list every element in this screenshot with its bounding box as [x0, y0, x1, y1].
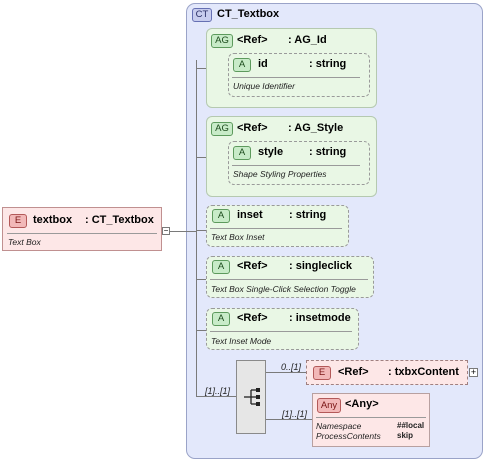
element-badge: E — [9, 214, 27, 228]
element-textbox[interactable]: E textbox : CT_Textbox Text Box — [2, 207, 162, 251]
any-prop-value-namespace: ##local — [397, 421, 425, 430]
attribute-badge: A — [212, 312, 230, 326]
sequence-compositor[interactable] — [236, 360, 266, 434]
connector-sequence — [196, 396, 236, 397]
divider — [210, 228, 342, 229]
element-collapse-icon[interactable]: − — [162, 226, 170, 235]
attribute-group-badge: AG — [211, 34, 233, 48]
element-badge: E — [313, 366, 331, 380]
element-description: Text Box — [8, 237, 41, 247]
attribute-badge: A — [212, 260, 230, 274]
any-name: <Any> — [345, 398, 379, 410]
attribute-singleclick-name: : singleclick — [289, 260, 352, 272]
divider — [232, 77, 360, 78]
sequence-icon — [244, 388, 260, 406]
connector-vertical — [196, 60, 197, 397]
divider — [210, 331, 352, 332]
attribute-singleclick[interactable] — [206, 256, 374, 298]
connector-ag-style — [196, 157, 206, 158]
attribute-badge: A — [233, 146, 251, 160]
attribute-insetmode[interactable] — [206, 308, 359, 350]
ag-style-name: : AG_Style — [288, 122, 344, 134]
divider — [210, 279, 368, 280]
element-txbxcontent[interactable]: E <Ref> : txbxContent — [306, 360, 468, 385]
connector-insetmode — [196, 330, 206, 331]
attribute-id-description: Unique Identifier — [233, 81, 295, 91]
element-name: textbox — [33, 214, 73, 226]
ct-title: CT_Textbox — [217, 8, 280, 20]
ag-id-ref: <Ref> — [237, 34, 268, 46]
attribute-badge: A — [233, 58, 251, 72]
attribute-badge: A — [212, 209, 230, 223]
txbx-ref: <Ref> — [338, 366, 369, 378]
attribute-style-name: style — [258, 146, 284, 158]
any-prop-key-namespace: Namespace — [316, 421, 362, 431]
attribute-style-type: : string — [309, 146, 347, 158]
divider — [232, 165, 360, 166]
connector-seq-to-any — [266, 419, 312, 420]
connector-seq-to-txbx — [266, 372, 306, 373]
attribute-singleclick-ref: <Ref> — [237, 260, 268, 272]
attribute-insetmode-name: : insetmode — [289, 312, 351, 324]
ag-style-ref: <Ref> — [237, 122, 268, 134]
divider — [316, 417, 426, 418]
any-prop-key-processcontents: ProcessContents — [316, 431, 381, 441]
attribute-inset-name: inset — [237, 209, 263, 221]
attribute-singleclick-description: Text Box Single-Click Selection Toggle — [211, 284, 356, 294]
attribute-group-badge: AG — [211, 122, 233, 136]
expand-icon[interactable]: + — [469, 367, 478, 377]
any-element[interactable]: Any <Any> Namespace ##local ProcessConte… — [312, 393, 430, 447]
any-prop-value-processcontents: skip — [397, 431, 414, 440]
sequence-multiplicity: [1]..[1] — [205, 386, 231, 396]
connector-inset — [196, 230, 206, 231]
connector-singleclick — [196, 279, 206, 280]
connector-ag-id — [196, 68, 206, 69]
element-type: : CT_Textbox — [85, 214, 154, 226]
attribute-style-description: Shape Styling Properties — [233, 169, 327, 179]
connector-element — [170, 231, 196, 232]
any-badge: Any — [317, 398, 341, 413]
attribute-id-type: : string — [309, 58, 347, 70]
attribute-inset-type: : string — [289, 209, 327, 221]
attribute-id[interactable] — [228, 53, 370, 97]
divider — [7, 233, 157, 234]
txbx-name: : txbxContent — [388, 366, 459, 378]
attribute-inset-description: Text Box Inset — [211, 232, 265, 242]
any-multiplicity: [1]..[1] — [282, 409, 308, 419]
attribute-id-name: id — [258, 58, 268, 70]
txbx-multiplicity: 0..[1] — [281, 362, 302, 372]
attribute-style[interactable] — [228, 141, 370, 185]
complex-type-badge: CT — [192, 8, 212, 22]
attribute-insetmode-description: Text Inset Mode — [211, 336, 272, 346]
ag-id-name: : AG_Id — [288, 34, 327, 46]
attribute-insetmode-ref: <Ref> — [237, 312, 268, 324]
